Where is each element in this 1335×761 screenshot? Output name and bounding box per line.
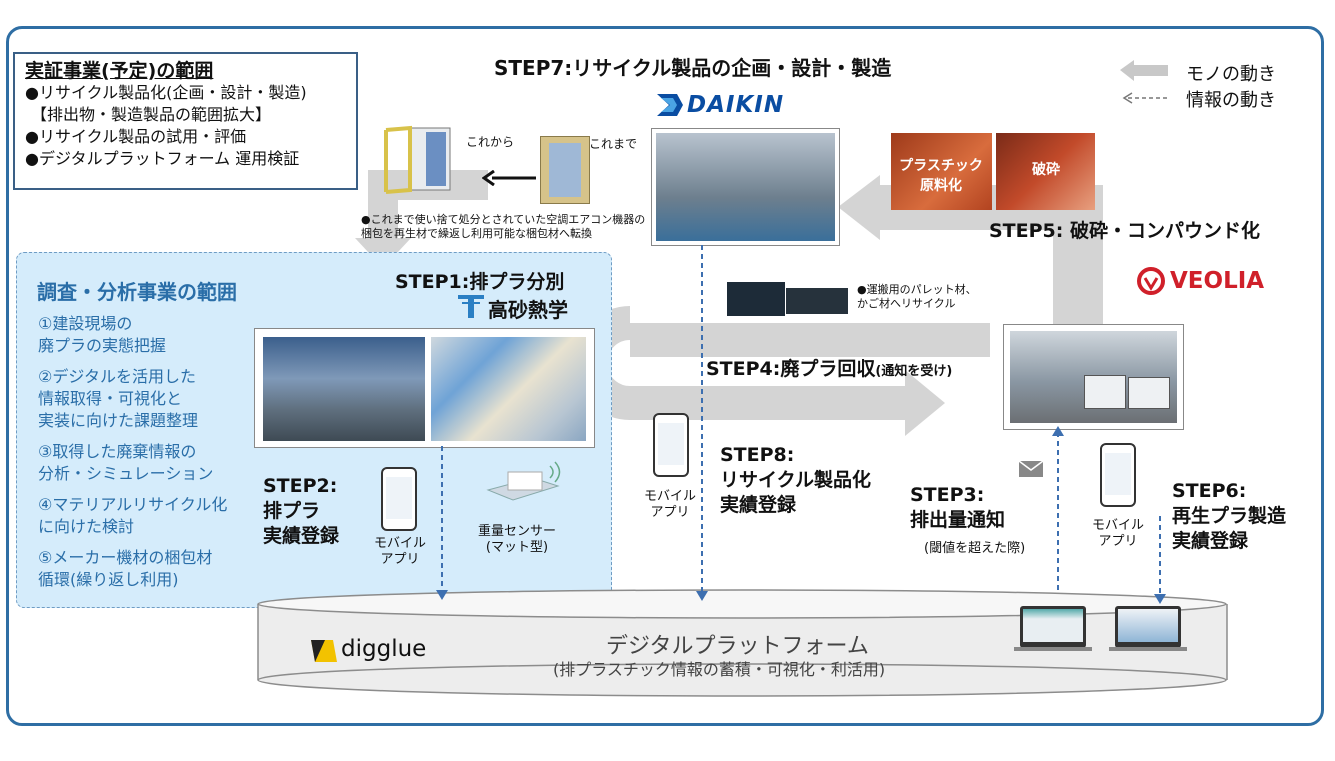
pallet-note: ●運搬用のパレット材、 かご材へリサイクル bbox=[857, 283, 977, 310]
flow-arrow-step7-vertical bbox=[368, 170, 398, 240]
step4-sub: (通知を受け) bbox=[875, 364, 953, 379]
packaging-new-label: これから bbox=[466, 135, 515, 149]
legend-info: 情報の動き bbox=[1186, 90, 1276, 111]
mail-icon bbox=[1019, 461, 1043, 477]
takasago-mark-icon bbox=[458, 295, 484, 318]
flow-arrow-step5-head bbox=[838, 175, 880, 240]
survey-item: ④マテリアルリサイクル化 に向けた検討 bbox=[38, 495, 228, 536]
scope-title: 実証事業(予定)の範囲 bbox=[25, 60, 214, 82]
plastic-raw-label: プラスチック 原料化 bbox=[899, 158, 983, 194]
survey-item: ②デジタルを活用した 情報取得・可視化と 実装に向けた課題整理 bbox=[38, 367, 199, 430]
packaging-new-image bbox=[380, 118, 470, 200]
laptop-icon bbox=[1115, 606, 1181, 648]
laptop-icon bbox=[1020, 606, 1086, 648]
packaging-note: ●これまで使い捨て処分とされていた空調エアコン機器の梱包を再生材で繰返し利用可能… bbox=[361, 213, 646, 240]
mobile-phone-icon bbox=[653, 413, 689, 477]
mobile-app-label: モバイル アプリ bbox=[373, 536, 426, 567]
packaging-old-image bbox=[540, 136, 590, 204]
step8-title: STEP8: リサイクル製品化 実績登録 bbox=[720, 444, 872, 516]
platform-title: デジタルプラットフォーム bbox=[606, 634, 869, 659]
survey-item: ⑤メーカー機材の梱包材 循環(繰り返し利用) bbox=[38, 548, 213, 589]
truck-depot-photo bbox=[1003, 324, 1184, 430]
survey-item: ③取得した廃棄情報の 分析・シミュレーション bbox=[38, 442, 214, 483]
legend-arrows bbox=[1120, 60, 1168, 104]
crush-photo: 破砕 bbox=[996, 133, 1095, 210]
digglue-text: digglue bbox=[341, 636, 427, 662]
scope-line: 【排出物・製造製品の範囲拡大】 bbox=[31, 105, 272, 124]
sorting-photos bbox=[254, 328, 595, 448]
step2-title: STEP2: 排プラ 実績登録 bbox=[263, 475, 340, 547]
daikin-text: DAIKIN bbox=[687, 92, 785, 118]
step5-title: STEP5: 破砕・コンパウンド化 bbox=[989, 220, 1260, 242]
scope-box: 実証事業(予定)の範囲 ●リサイクル製品化(企画・設計・製造) 【排出物・製造製… bbox=[13, 52, 358, 190]
legend-mono: モノの動き bbox=[1186, 64, 1276, 85]
step4-title: STEP4:廃プラ回収(通知を受け) bbox=[706, 354, 952, 381]
mobile-app-label: モバイル アプリ bbox=[1091, 518, 1144, 549]
step3-title: STEP3: 排出量通知 bbox=[910, 484, 1006, 531]
laptop-base bbox=[1109, 647, 1187, 651]
pallet-image bbox=[786, 288, 848, 314]
mobile-app-label: モバイル アプリ bbox=[643, 489, 696, 520]
warehouse-photo bbox=[263, 337, 425, 441]
weight-sensor-icon bbox=[478, 458, 568, 508]
scope-line: ●リサイクル製品の試用・評価 bbox=[25, 127, 247, 146]
packaging-old-label: これまで bbox=[589, 137, 638, 151]
scope-line: ●デジタルプラットフォーム 運用検証 bbox=[25, 149, 300, 168]
factory-photo bbox=[651, 128, 840, 246]
scope-line: ●リサイクル製品化(企画・設計・製造) bbox=[25, 83, 307, 102]
survey-title: 調査・分析事業の範囲 bbox=[37, 280, 237, 304]
step6-title: STEP6: 再生プラ製造 実績登録 bbox=[1172, 480, 1287, 552]
survey-list: ①建設現場の 廃プラの実態把握 ②デジタルを活用した 情報取得・可視化と 実装に… bbox=[38, 313, 263, 600]
takasago-text: 高砂熱学 bbox=[488, 298, 568, 322]
step4-main: STEP4:廃プラ回収 bbox=[706, 358, 876, 380]
outer-frame bbox=[6, 26, 1324, 726]
digglue-mark-icon bbox=[311, 640, 337, 662]
survey-item: ①建設現場の 廃プラの実態把握 bbox=[38, 314, 167, 355]
plastic-raw-photo: プラスチック 原料化 bbox=[891, 133, 992, 210]
weight-sensor-label: 重量センサー (マット型) bbox=[477, 524, 556, 555]
daikin-mark-icon bbox=[657, 94, 683, 116]
mobile-phone-icon bbox=[1100, 443, 1136, 507]
flow-arrow-step4-head bbox=[905, 370, 945, 436]
veolia-mark-icon bbox=[1137, 267, 1165, 295]
crush-label: 破砕 bbox=[1032, 162, 1060, 178]
platform-subtitle: (排プラスチック情報の蓄積・可視化・利活用) bbox=[553, 660, 886, 679]
step7-title: STEP7:リサイクル製品の企画・設計・製造 bbox=[494, 56, 892, 80]
laptop-base bbox=[1014, 647, 1092, 651]
crate-image bbox=[727, 282, 785, 316]
mobile-phone-icon bbox=[381, 467, 417, 531]
veolia-text: VEOLIA bbox=[1170, 268, 1265, 294]
step3-note: (閾値を超えた際) bbox=[924, 541, 1026, 556]
step1-title: STEP1:排プラ分別 bbox=[395, 271, 565, 293]
flow-arrow-step4-top bbox=[630, 323, 990, 357]
waste-plastic-photo bbox=[431, 337, 586, 441]
black-arrow-icon bbox=[482, 170, 536, 186]
